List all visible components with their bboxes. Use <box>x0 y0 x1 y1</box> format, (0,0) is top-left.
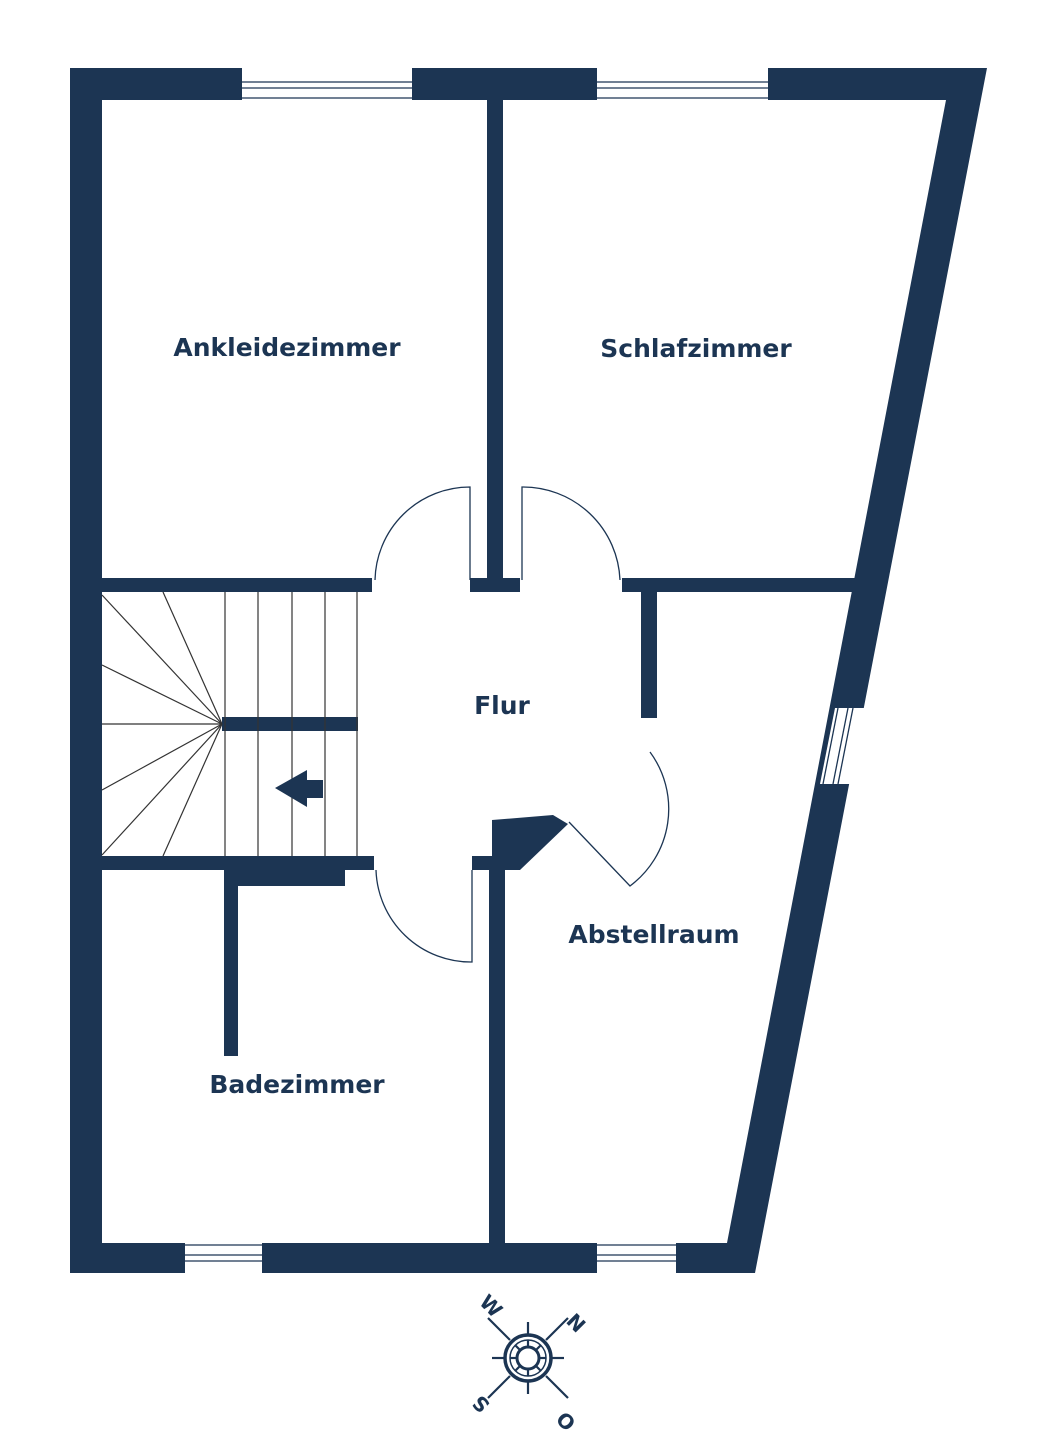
compass-east: O <box>551 1406 580 1435</box>
door-ankleidezimmer <box>374 486 471 581</box>
staircase <box>101 591 358 857</box>
door-schlafzimmer <box>521 486 621 581</box>
door-badezimmer <box>375 869 473 963</box>
interior-walls <box>102 100 857 1243</box>
room-label-schlafzimmer: Schlafzimmer <box>600 334 792 363</box>
stair-direction-arrow-icon <box>275 770 323 807</box>
room-label-abstellraum: Abstellraum <box>568 920 739 949</box>
compass-north: N <box>562 1309 591 1338</box>
window-schlafzimmer <box>597 67 768 101</box>
door-abstellraum <box>568 751 670 887</box>
room-label-flur: Flur <box>474 691 530 720</box>
window-badezimmer <box>185 1242 262 1274</box>
window-ankleidezimmer <box>242 67 412 101</box>
compass-rose-icon: W N S O <box>467 1290 590 1436</box>
room-label-ankleidezimmer: Ankleidezimmer <box>173 333 401 362</box>
window-side <box>820 707 868 785</box>
compass-west: W <box>475 1290 508 1323</box>
room-label-badezimmer: Badezimmer <box>209 1070 385 1099</box>
window-abstellraum <box>597 1242 676 1274</box>
outer-walls <box>70 68 987 1273</box>
windows <box>185 67 868 1274</box>
doors <box>374 486 670 963</box>
